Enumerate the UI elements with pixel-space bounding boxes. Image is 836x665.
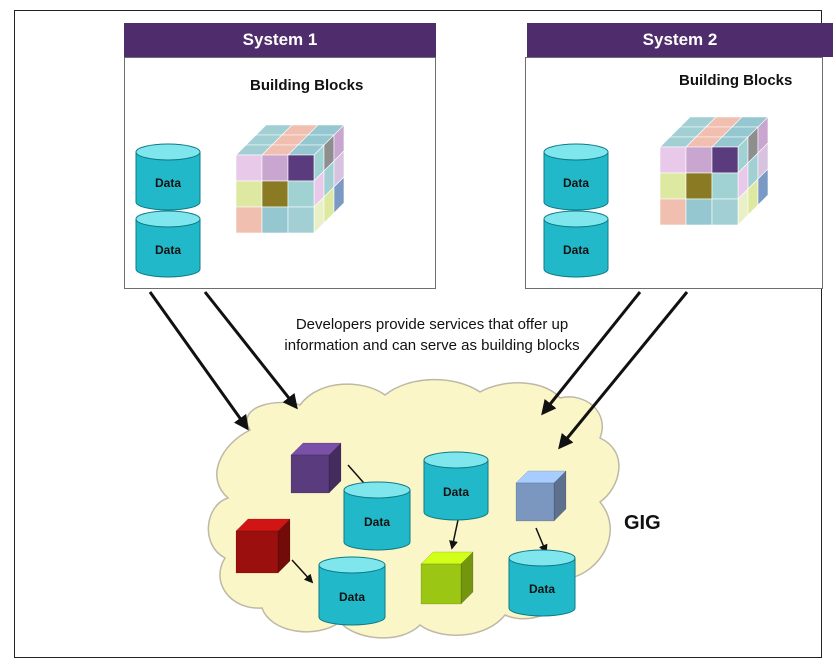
arrow-cube-blue-to-data (535, 527, 548, 554)
arrow-system1-right (203, 291, 298, 410)
arrow-system2-left (541, 291, 642, 416)
gig-label: GIG (624, 512, 661, 534)
data-label: Data (155, 243, 181, 257)
system2-building-blocks-label: Building Blocks (679, 72, 793, 89)
data-label: Data (339, 590, 365, 604)
system1-building-blocks-cube (235, 124, 345, 234)
system2-building-blocks-cube (659, 116, 769, 226)
gig-data-cylinder-1: Data (343, 481, 411, 551)
gig-data-cylinder-2: Data (423, 451, 489, 521)
system2-data-cylinder-1: Data (543, 143, 609, 211)
arrow-cube-red-to-data (291, 559, 314, 584)
data-label: Data (443, 485, 469, 499)
arrow-data-to-cube-green (449, 519, 459, 550)
gig-data-cylinder-3: Data (318, 556, 386, 626)
system2-header: System 2 (527, 23, 833, 57)
system1-header: System 1 (124, 23, 436, 57)
green-cube (420, 551, 474, 605)
data-label: Data (364, 515, 390, 529)
data-label: Data (155, 176, 181, 190)
caption-text: Developers provide services that offer u… (284, 316, 580, 354)
system1-building-blocks-label: Building Blocks (250, 77, 364, 94)
system2-title: System 2 (642, 30, 718, 49)
data-label: Data (563, 176, 589, 190)
purple-cube (290, 442, 342, 494)
data-label: Data (563, 243, 589, 257)
outer-frame (14, 10, 822, 658)
system1-data-cylinder-2: Data (135, 210, 201, 278)
red-cube (235, 518, 291, 574)
arrow-system2-right (558, 291, 689, 450)
system1-data-cylinder-1: Data (135, 143, 201, 211)
data-label: Data (529, 582, 555, 596)
system1-title: System 1 (242, 30, 318, 49)
system2-data-cylinder-2: Data (543, 210, 609, 278)
arrow-system1-left (148, 291, 249, 431)
gig-data-cylinder-4: Data (508, 549, 576, 617)
blue-cube (515, 470, 567, 522)
